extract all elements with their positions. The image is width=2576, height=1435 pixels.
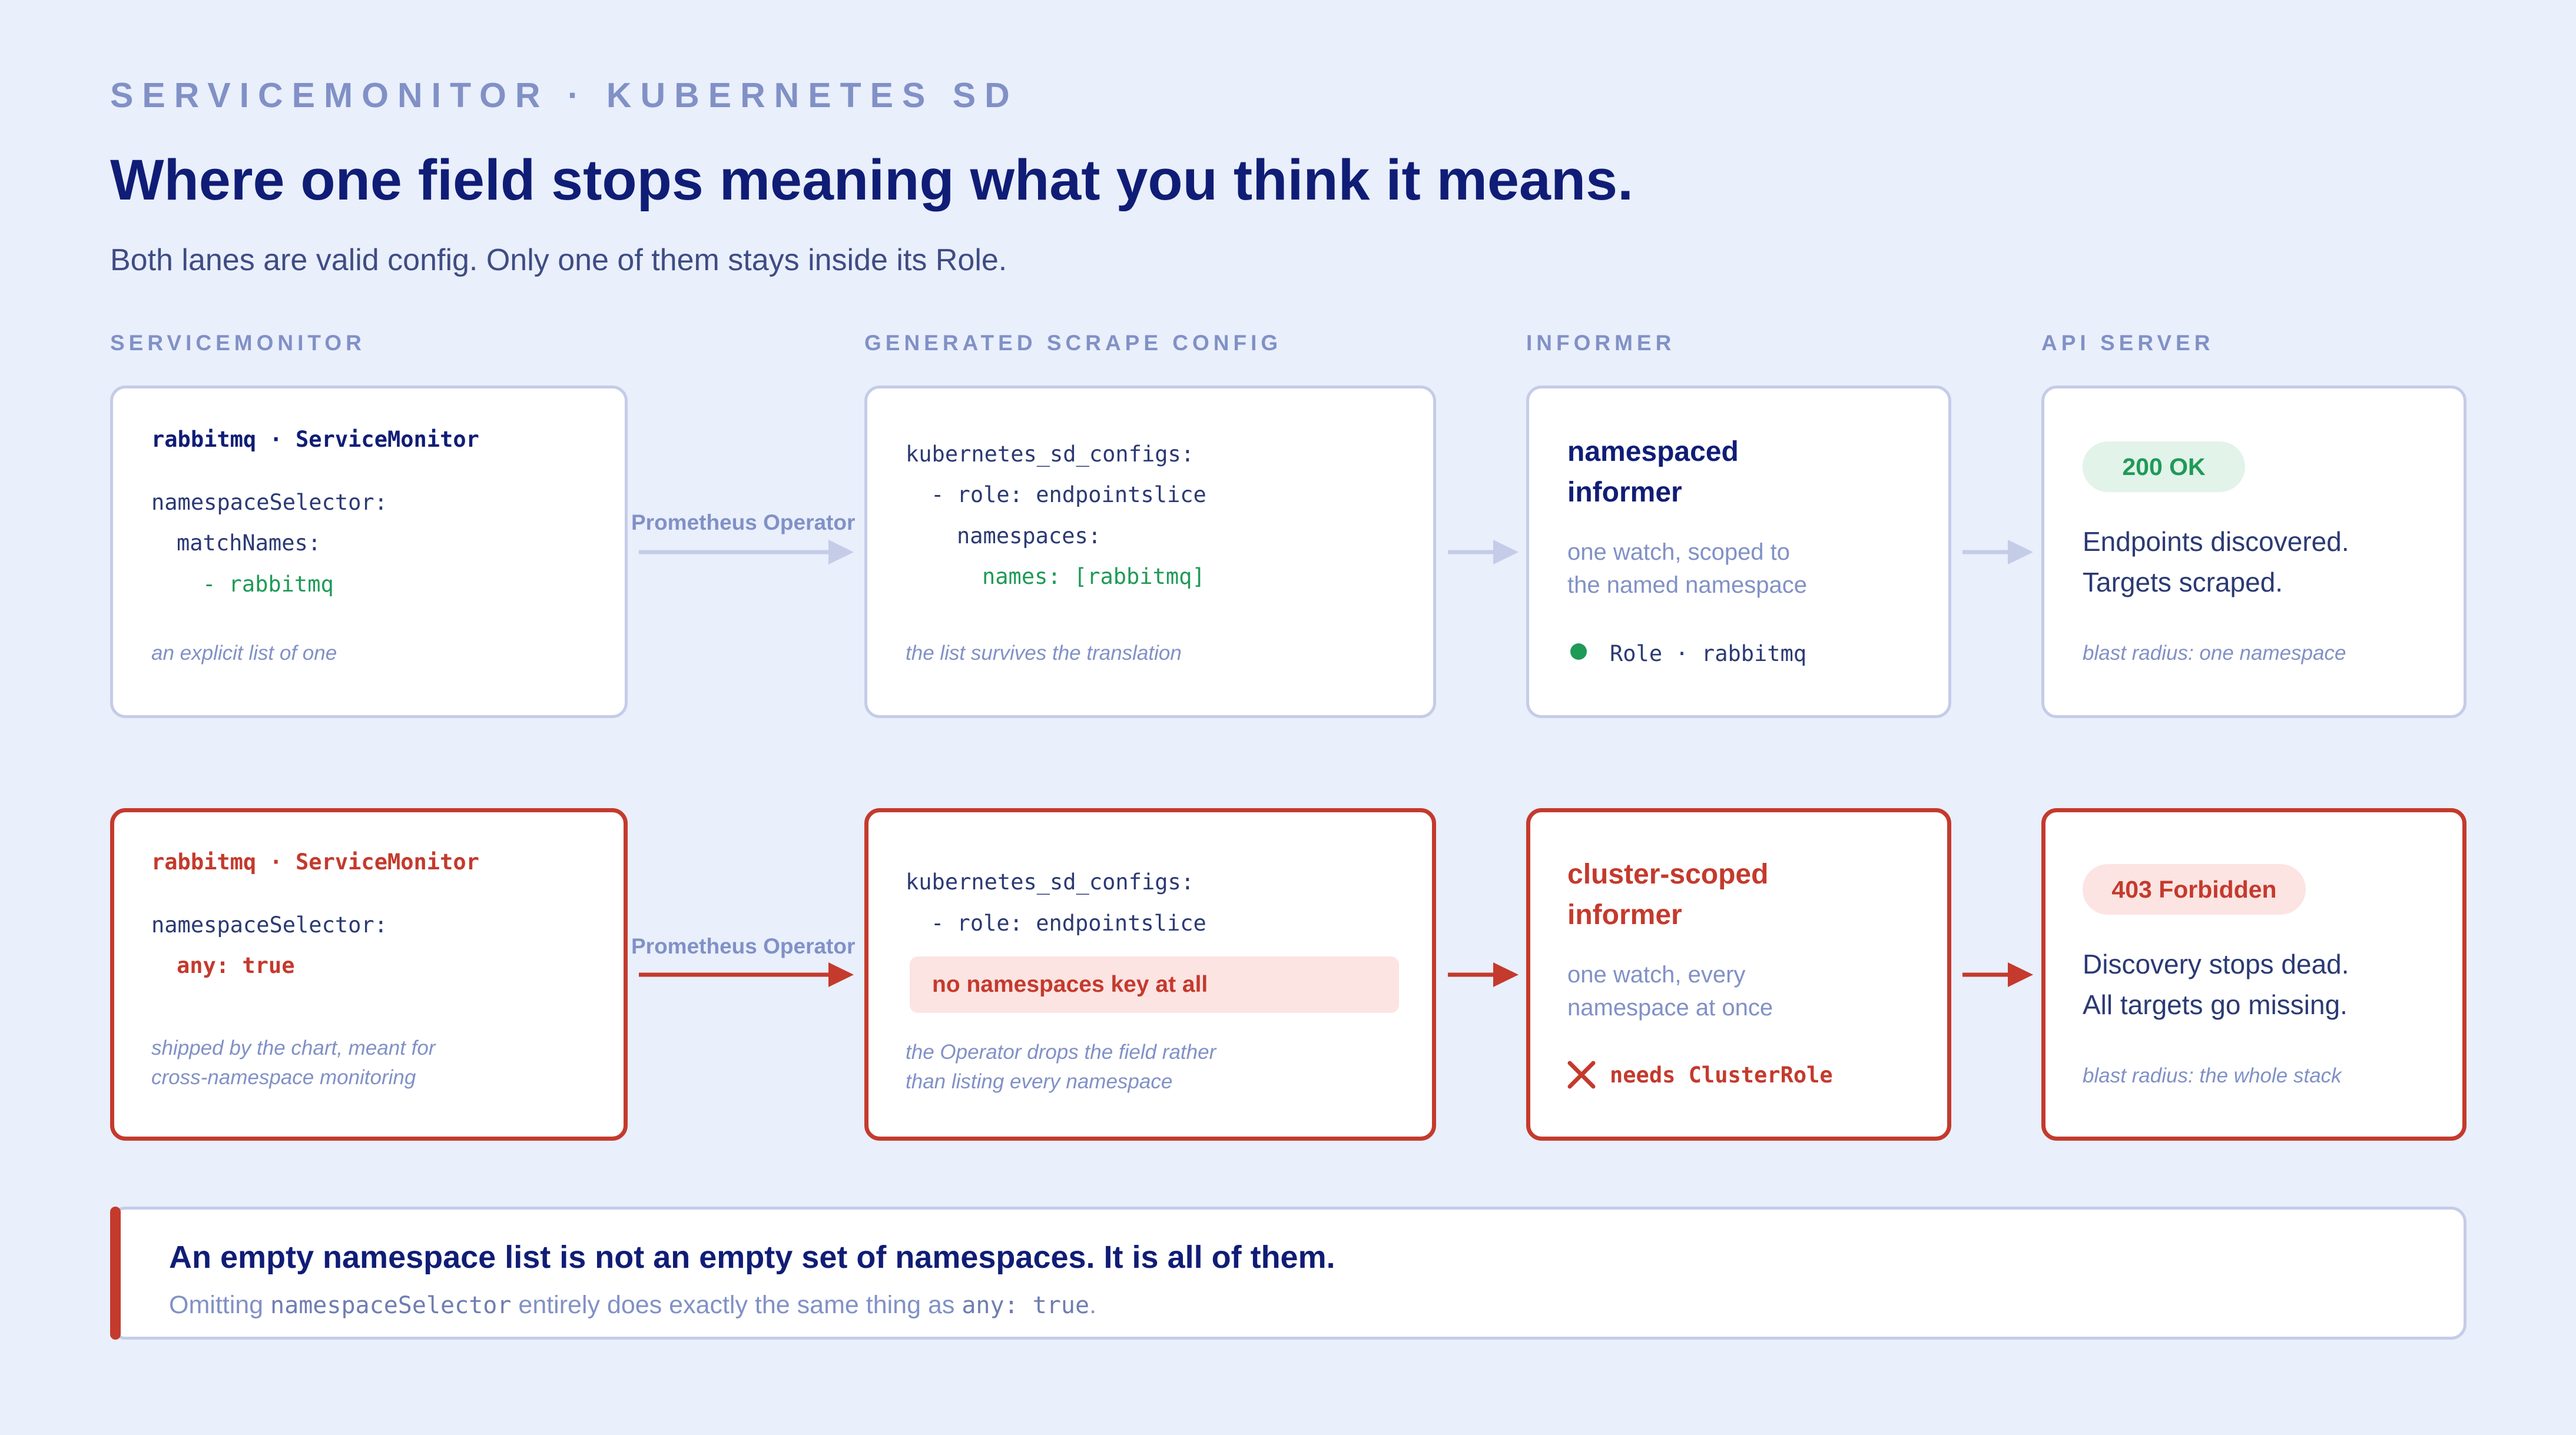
status-badge: 200 OK — [2083, 441, 2245, 492]
ok-servicemonitor-line: namespaceSelector: — [151, 490, 387, 515]
ok-arrow-2 — [1448, 540, 1519, 564]
bad-api-server-card: 403 Forbidden Discovery stops dead. All … — [2041, 808, 2466, 1141]
bad-scrape-config-line: - role: endpointslice — [931, 911, 1206, 936]
bad-informer-title: informer — [1567, 899, 1682, 931]
status-badge: 403 Forbidden — [2083, 864, 2306, 915]
callout-body: Omitting namespaceSelector entirely does… — [169, 1291, 1096, 1320]
ok-scrape-config-line: namespaces: — [957, 523, 1102, 549]
ok-scrape-config-line: names: [rabbitmq] — [982, 564, 1205, 589]
ok-scrape-config-note: the list survives the translation — [906, 642, 1182, 665]
callout-body-text: Omitting — [169, 1291, 271, 1319]
ok-arrow-1 — [639, 540, 854, 564]
bad-servicemonitor-note: shipped by the chart, meant for — [151, 1037, 436, 1059]
ok-servicemonitor-line: matchNames: — [177, 530, 321, 556]
ok-api-server-note: blast radius: one namespace — [2083, 642, 2346, 665]
ok-scrape-config-line: kubernetes_sd_configs: — [906, 441, 1195, 467]
bad-arrow-label: Prometheus Operator — [631, 934, 856, 958]
bad-informer-card: cluster-scoped informer one watch, every… — [1526, 808, 1951, 1141]
bad-servicemonitor-line: namespaceSelector: — [151, 912, 387, 938]
column-header-informer: INFORMER — [1526, 331, 1676, 355]
missing-namespaces-warning: no namespaces key at all — [910, 956, 1399, 1013]
ok-informer-desc: one watch, scoped to — [1567, 539, 1791, 565]
red-x-icon — [1567, 1061, 1596, 1089]
ok-informer-title: informer — [1567, 477, 1682, 508]
bad-informer-desc: one watch, every — [1567, 962, 1746, 988]
callout-box — [110, 1207, 2466, 1340]
ok-api-server-line: Targets scraped. — [2083, 567, 2283, 597]
column-header-servicemonitor: SERVICEMONITOR — [110, 331, 366, 355]
bad-servicemonitor-note: cross-namespace monitoring — [151, 1066, 416, 1089]
green-dot-icon — [1570, 643, 1587, 660]
bad-api-server-line: All targets go missing. — [2083, 989, 2348, 1020]
bad-scrape-config-line: kubernetes_sd_configs: — [906, 869, 1195, 895]
bad-arrow-3 — [1962, 962, 2033, 987]
bad-scrape-config-card: kubernetes_sd_configs: - role: endpoints… — [864, 808, 1436, 1141]
ok-api-server-line: Endpoints discovered. — [2083, 526, 2349, 557]
ok-servicemonitor-line: - rabbitmq — [203, 572, 334, 597]
page-subtitle: Both lanes are valid config. Only one of… — [110, 243, 1007, 277]
callout-code: namespaceSelector — [270, 1292, 512, 1319]
ok-scrape-config-line: - role: endpointslice — [931, 482, 1206, 507]
bad-api-server-note: blast radius: the whole stack — [2083, 1064, 2342, 1087]
bad-scrape-config-note: than listing every namespace — [906, 1070, 1173, 1093]
bad-servicemonitor-card: rabbitmq · ServiceMonitor namespaceSelec… — [110, 808, 628, 1141]
bad-scrape-config-note: the Operator drops the field rather — [906, 1041, 1216, 1064]
callout-body-text: . — [1089, 1291, 1097, 1319]
ok-informer-status: Role · rabbitmq — [1610, 641, 1807, 666]
ok-informer-title: namespaced — [1567, 436, 1739, 467]
bad-api-server-line: Discovery stops dead. — [2083, 949, 2349, 979]
bad-servicemonitor-line: any: true — [177, 953, 295, 978]
ok-informer-card: namespaced informer one watch, scoped to… — [1526, 386, 1951, 718]
bad-arrow-1 — [639, 962, 854, 987]
ok-scrape-config-card: kubernetes_sd_configs: - role: endpoints… — [864, 386, 1436, 718]
ok-servicemonitor-note: an explicit list of one — [151, 642, 337, 665]
callout-accent-bar — [110, 1207, 121, 1340]
callout-headline: An empty namespace list is not an empty … — [169, 1240, 1335, 1275]
bad-informer-desc: namespace at once — [1567, 995, 1773, 1021]
ok-arrow-3 — [1962, 540, 2033, 564]
ok-servicemonitor-card: rabbitmq · ServiceMonitor namespaceSelec… — [110, 386, 628, 718]
callout-body-text: entirely does exactly the same thing as — [511, 1291, 962, 1319]
column-header-scrape-config: GENERATED SCRAPE CONFIG — [864, 331, 1282, 355]
column-header-api-server: API SERVER — [2041, 331, 2214, 355]
bad-informer-title: cluster-scoped — [1567, 859, 1769, 890]
callout-code: any: true — [962, 1292, 1090, 1319]
ok-api-server-card: 200 OK Endpoints discovered. Targets scr… — [2041, 386, 2466, 718]
eyebrow: SERVICEMONITOR · KUBERNETES SD — [110, 76, 1019, 115]
bad-arrow-2 — [1448, 962, 1519, 987]
bad-servicemonitor-header: rabbitmq · ServiceMonitor — [151, 849, 479, 875]
page-title: Where one field stops meaning what you t… — [110, 148, 1634, 212]
ok-informer-desc: the named namespace — [1567, 572, 1807, 598]
bad-informer-status: needs ClusterRole — [1610, 1062, 1833, 1088]
ok-arrow-label: Prometheus Operator — [631, 510, 856, 534]
ok-servicemonitor-header: rabbitmq · ServiceMonitor — [151, 427, 479, 452]
